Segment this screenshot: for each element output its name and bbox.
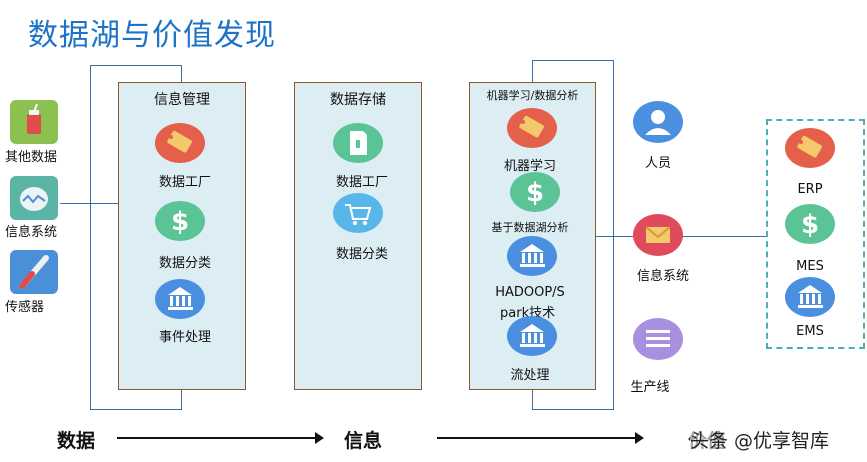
system-label-erp: ERP [797,182,823,197]
svg-text:$: $ [801,210,819,240]
system-label-mes: MES [796,259,824,274]
box3-item-datalake-analysis: 基于数据湖分析 [491,221,569,234]
tag-icon [507,108,557,148]
person-icon [633,101,683,143]
flow-label-data: 数据 [57,430,96,452]
mail-icon [633,214,683,256]
box1-item-data-classification: 数据分类 [158,256,211,271]
flow-arrow-2 [437,432,644,444]
consumer-label-production-line: 生产线 [630,380,670,395]
consumer-label-info-system: 信息系统 [636,269,689,284]
source-label-info-system: 信息系统 [5,225,58,240]
svg-text:$: $ [526,178,544,208]
flow-arrow-1 [117,432,324,444]
other-data-icon [10,100,58,144]
tag-icon [785,128,835,168]
tag-icon [155,123,205,163]
bank-icon [507,236,557,276]
svg-text:$: $ [171,207,189,237]
source-label-sensor: 传感器 [5,300,45,315]
flow-label-info: 信息 [344,430,383,452]
box2-item-data-classification: 数据分类 [335,247,388,262]
bank-icon [507,316,557,356]
box-info-management-title: 信息管理 [154,92,210,108]
bank-icon [155,279,205,319]
box-data-storage-title: 数据存储 [330,92,386,108]
bank-icon [785,277,835,317]
box3-item-hadoop-line1: HADOOP/S [495,285,565,300]
consumer-label-people: 人员 [644,156,671,171]
box1-item-event-processing: 事件处理 [158,330,211,345]
cart-icon [333,193,383,233]
connector-left [60,203,120,204]
dollar-icon: $ [155,201,205,241]
box-ml-analytics-title: 机器学习/数据分析 [486,89,579,102]
document-icon [333,123,383,163]
sensor-icon [10,250,58,294]
page-title: 数据湖与价值发现 [28,18,276,53]
box3-item-machine-learning: 机器学习 [503,159,556,174]
box3-item-hadoop-line2: park技术 [500,306,556,321]
dollar-icon: $ [785,204,835,244]
info-system-icon [10,176,58,220]
systems-dashed-box [766,119,865,349]
box2-item-data-factory: 数据工厂 [335,175,388,190]
system-label-ems: EMS [796,324,824,339]
dollar-icon: $ [510,172,560,212]
watermark-text: 头条 @优享智库 [690,426,830,453]
menu-icon [633,318,683,360]
box3-item-stream-processing: 流处理 [510,368,550,383]
source-label-other-data: 其他数据 [5,150,58,165]
box1-item-data-factory: 数据工厂 [158,175,211,190]
